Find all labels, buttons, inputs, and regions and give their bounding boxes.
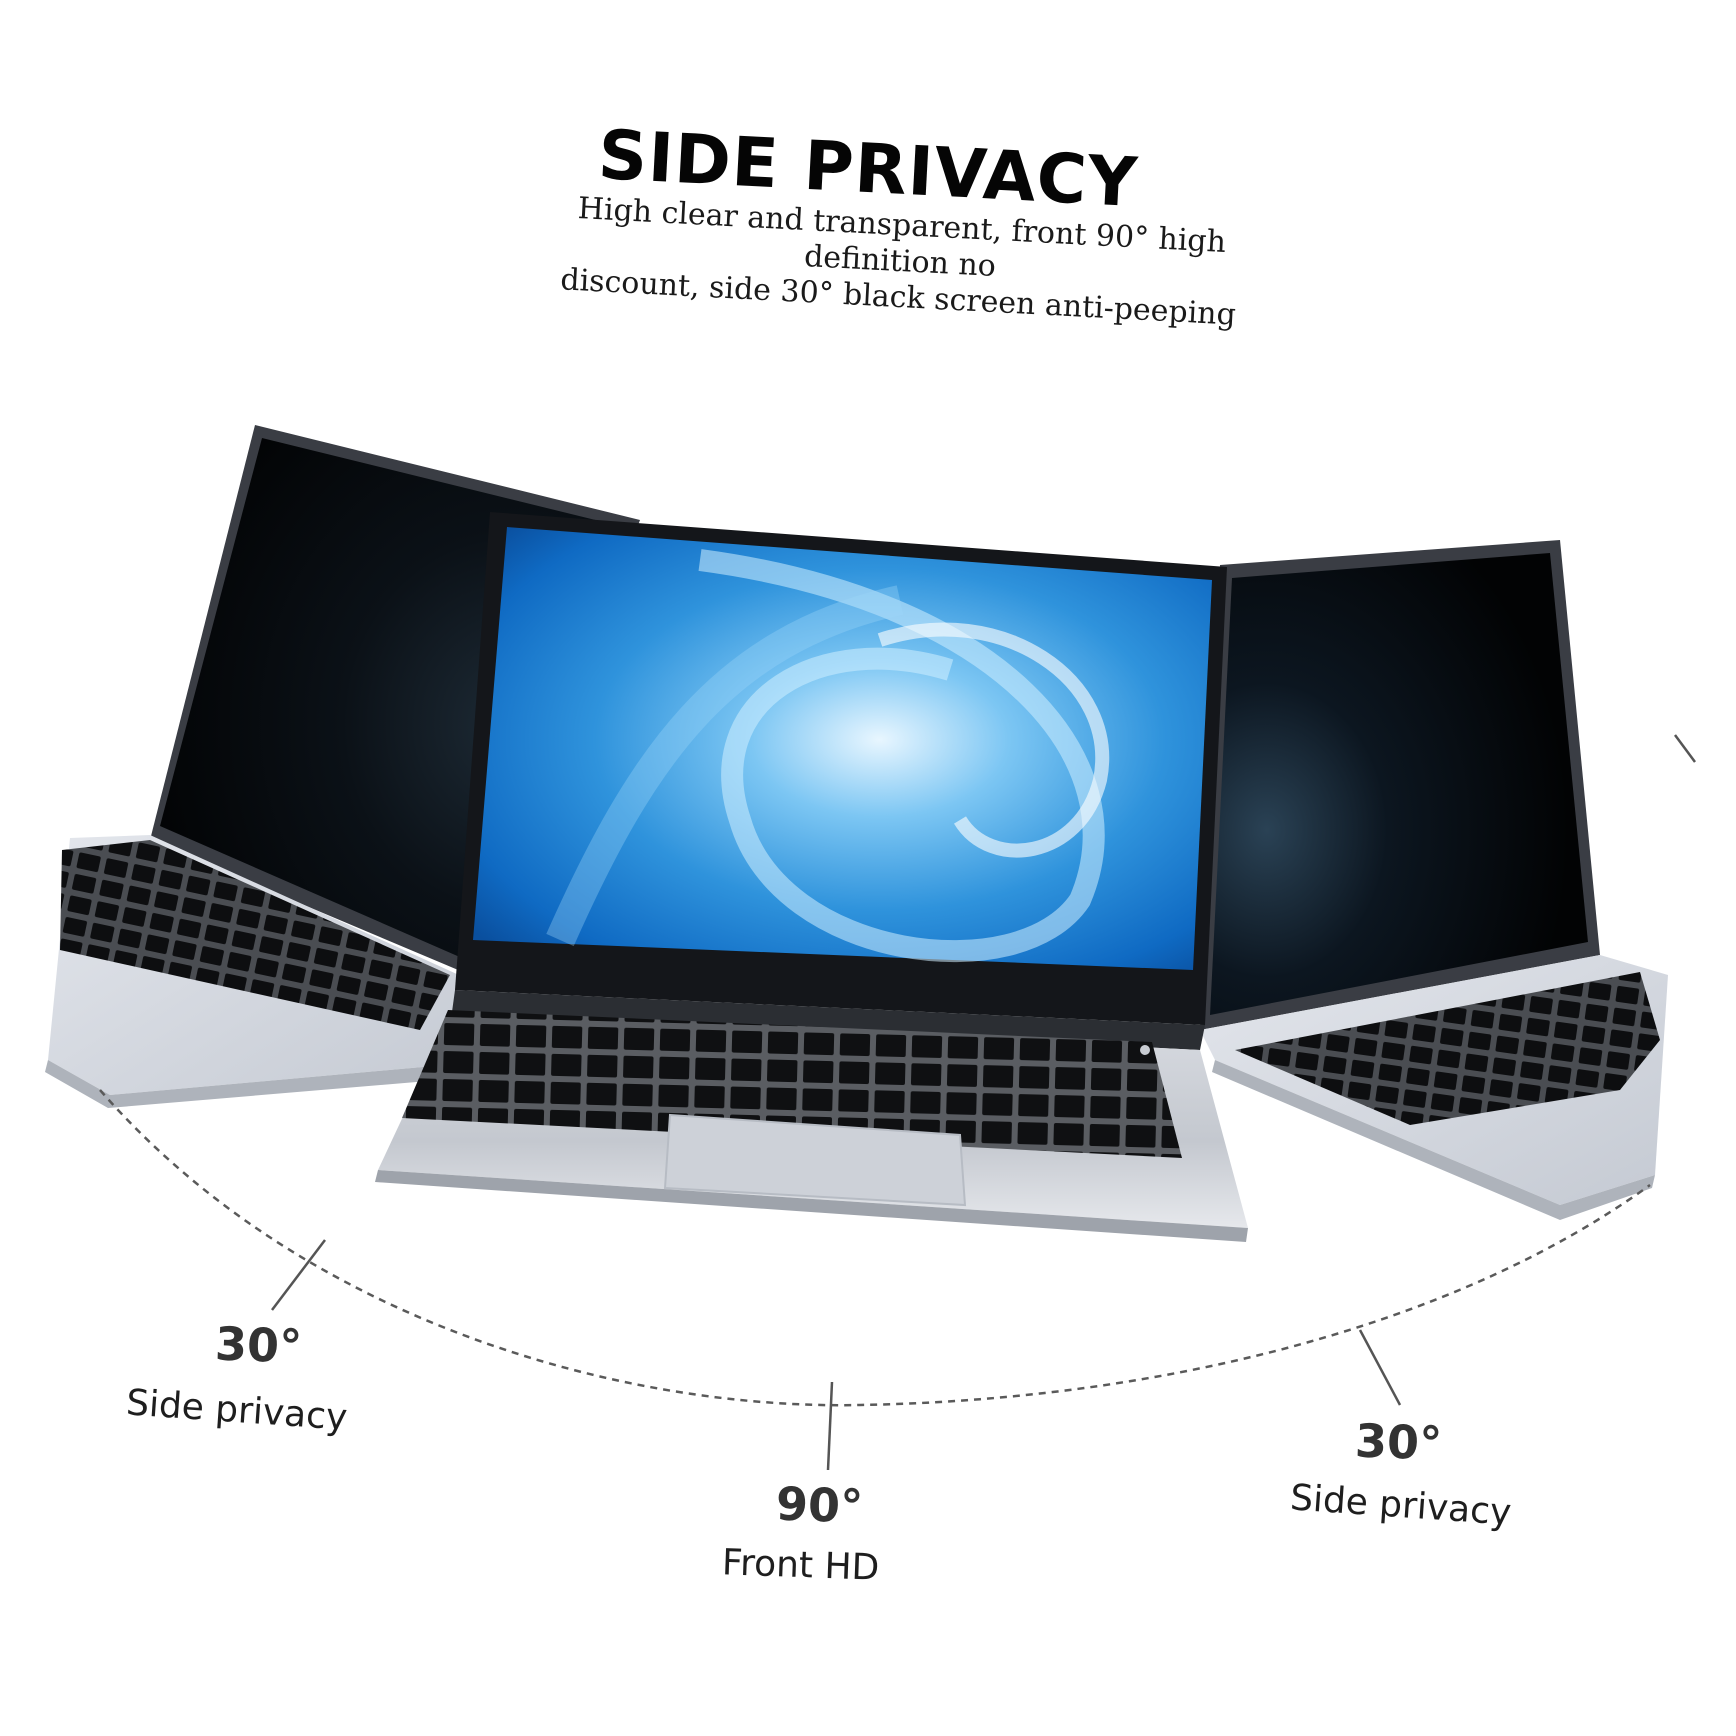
left-angle-pointer: [271, 1239, 326, 1311]
front-angle-pointer: [826, 1381, 834, 1471]
front-angle-label: Front HD: [721, 1542, 880, 1589]
right-angle-value: 30°: [1354, 1413, 1443, 1471]
right-laptop: [1200, 540, 1668, 1220]
edge-tick-mark: [1673, 734, 1697, 763]
left-angle-value: 30°: [214, 1316, 303, 1374]
right-angle-pointer: [1358, 1329, 1402, 1406]
center-laptop: [375, 512, 1248, 1242]
front-angle-value: 90°: [775, 1476, 864, 1534]
viewing-angle-arc: [99, 1089, 1651, 1407]
